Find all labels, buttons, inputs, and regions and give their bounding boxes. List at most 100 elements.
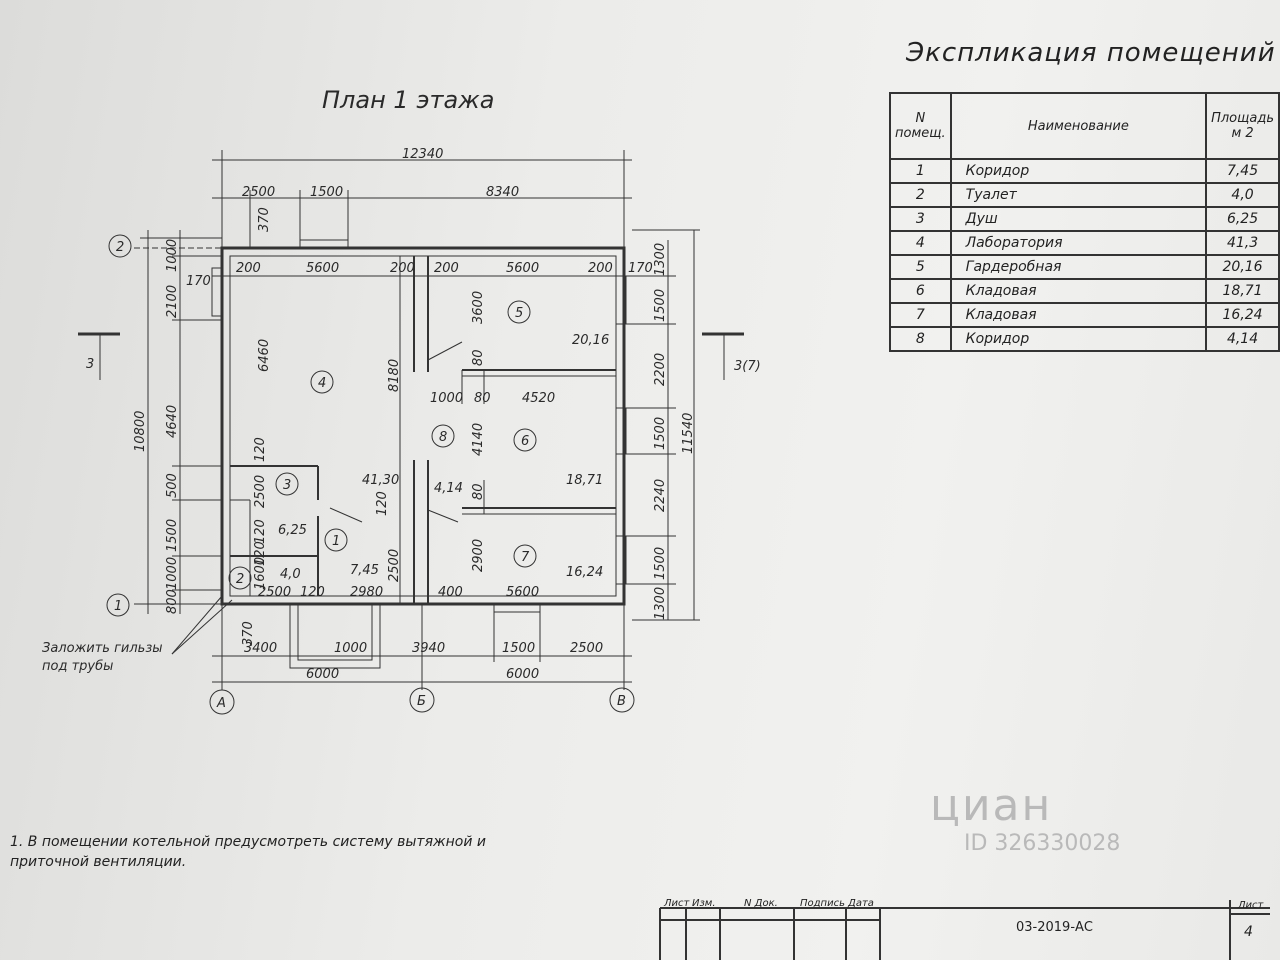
inner-wall-line [229,255,617,597]
dim-right: 1500 [653,289,668,322]
callout-line: под трубы [42,659,113,674]
watermark: циан ID 326330028 [930,780,1120,856]
room-number: 3 [283,478,291,493]
dim-interior: 2500 [258,585,291,600]
dim-inner: 200 [236,261,261,276]
dim-right-total: 11540 [681,413,696,454]
dim-interior: 120 [253,541,268,566]
room-area: 18,71 [566,473,603,488]
callout-line: Заложить гильзы [42,641,163,656]
drawing-code: 03-2019-АС [1016,920,1093,935]
dim-axis: 6000 [306,667,339,682]
section-mark: 3(7) [734,359,761,374]
dim-interior: 4140 [471,423,486,456]
room-number: 8 [439,430,447,445]
dim-inner: 170 [628,261,653,276]
sheet-label: Лист [1238,900,1264,911]
axis-label: 1 [114,599,122,614]
dim-interior: 6460 [257,339,272,372]
dim-right: 1300 [653,587,668,620]
room-number: 6 [521,434,529,449]
dim-interior: 400 [438,585,463,600]
dim-bottom: 3940 [412,641,445,656]
dim-interior: 80 [471,483,486,500]
dim-interior: 2500 [253,475,268,508]
dim-interior: 80 [471,349,486,366]
dim-right: 2200 [653,353,668,386]
axis-label: Б [417,694,426,709]
dim-inner: 170 [186,274,211,289]
room-number: 1 [332,534,340,549]
explication-title: Экспликация помещений [906,38,1276,68]
dim-left: 1500 [165,519,180,552]
dim-interior: 120 [375,491,390,516]
dim-left: 2100 [165,285,180,318]
dim-interior: 2980 [350,585,383,600]
note-line: 1. В помещении котельной предусмотреть с… [10,834,486,850]
stamp-col: Изм. [692,898,716,909]
room-number: 4 [318,376,326,391]
note: 1. В помещении котельной предусмотреть с… [10,832,486,872]
room-area: 16,24 [566,565,603,580]
axis-label: А [216,696,226,711]
outer-wall [220,246,626,606]
section-mark: 3 [86,357,94,372]
room-area: 4,0 [280,567,301,582]
dim-interior: 80 [474,391,491,406]
room-area: 7,45 [350,563,379,578]
dim-top: 1500 [310,185,343,200]
room-area: 41,30 [362,473,399,488]
col-area: Площадь м 2 [1205,92,1280,160]
dim-interior: 5600 [506,585,539,600]
dim-bottom: 3400 [244,641,277,656]
col-name: Наименование [949,92,1208,160]
dim-axis: 6000 [506,667,539,682]
dim-inner: 5600 [306,261,339,276]
room-area: 4,14 [434,481,463,496]
stamp-col: Лист [664,898,690,909]
dim-top: 2500 [242,185,275,200]
dim-left: 500 [165,473,180,498]
dim-bottom: 2500 [570,641,603,656]
stamp-col: Подпись [800,898,845,909]
room-area: 20,16 [572,333,609,348]
dim-right: 1300 [653,243,668,276]
axis-label: 2 [116,240,124,255]
dim-left: 10800 [133,411,148,452]
dim-inner: 200 [588,261,613,276]
room-number: 5 [515,306,523,321]
plan-title: План 1 этажа [322,86,495,114]
dim-inner: 200 [390,261,415,276]
dim-interior: 2500 [387,549,402,582]
dim-left: 1000 [165,557,180,590]
dim-interior: 4520 [522,391,555,406]
stamp-col: N Док. [744,898,778,909]
dim-bottom: 1500 [502,641,535,656]
dim-total-width: 12340 [402,147,443,162]
watermark-id: ID 326330028 [964,831,1121,856]
dim-interior: 2900 [471,539,486,572]
dim-interior: 3600 [471,291,486,324]
dim-left: 800 [165,589,180,614]
dim-top: 370 [257,207,272,232]
dim-interior: 120 [253,437,268,462]
dim-interior: 1000 [430,391,463,406]
room-number: 2 [236,572,244,587]
dim-bottom: 1000 [334,641,367,656]
stamp-col: Дата [848,898,874,909]
dim-inner: 5600 [506,261,539,276]
note-line: приточной вентиляции. [10,854,187,870]
title-block: Лист Изм. N Док. Подпись Дата 03-2019-АС… [660,898,1270,960]
sheet-number: 4 [1244,924,1253,940]
dim-right: 1500 [653,417,668,450]
dim-inner: 200 [434,261,459,276]
dim-interior: 8180 [387,359,402,392]
